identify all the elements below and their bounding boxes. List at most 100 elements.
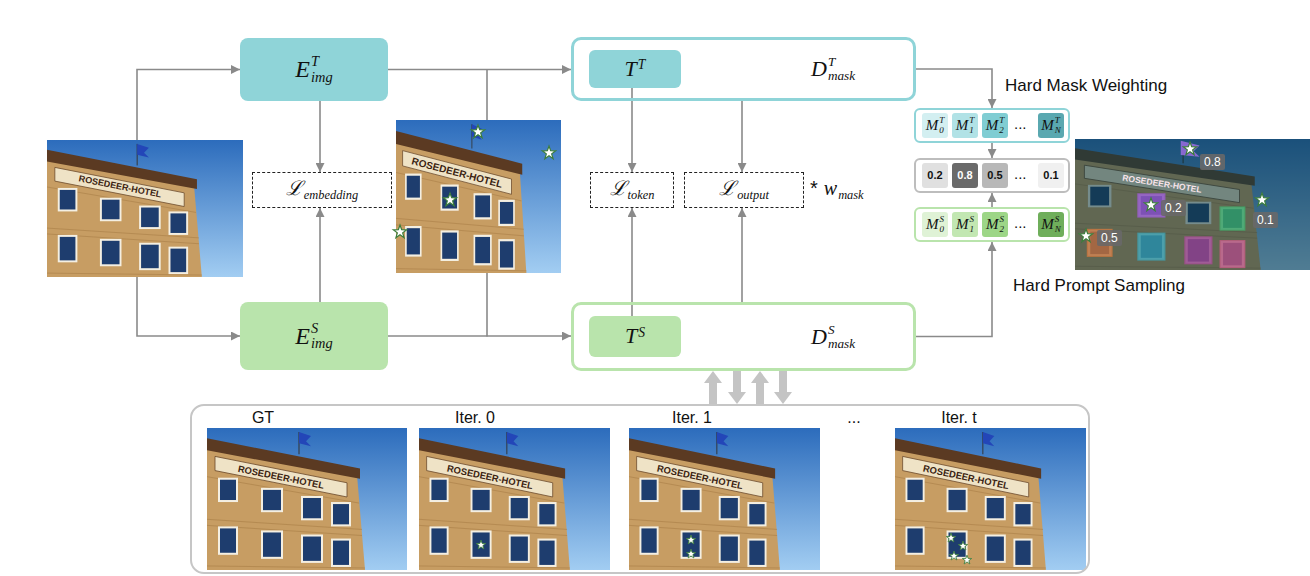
script-stack: TN — [1055, 116, 1061, 135]
sample-photo — [207, 428, 407, 570]
mask-cell: MS2 — [982, 212, 1008, 237]
connector-arrow — [741, 208, 743, 302]
math-label: TS — [625, 324, 645, 348]
connector-arrow — [916, 69, 992, 108]
subscript: N — [1055, 225, 1061, 234]
script-stack: T0 — [939, 116, 944, 135]
math-symbol: w — [824, 177, 837, 199]
superscript: S — [828, 323, 855, 337]
prompt-star — [958, 541, 967, 550]
sampling-arrow — [733, 371, 741, 392]
math-label: DTmask — [811, 55, 855, 83]
weight-cell: 0.8 — [952, 163, 978, 188]
input-photo — [47, 140, 243, 277]
superscript: T — [311, 54, 333, 69]
math-symbol: M — [986, 216, 999, 232]
input-arrow — [137, 70, 240, 141]
building-photo — [207, 428, 407, 570]
math-symbol: E — [295, 323, 310, 349]
math-symbol: D — [811, 56, 827, 81]
token-box: TS — [589, 316, 681, 357]
mask-cell: MT2 — [982, 113, 1008, 138]
math-symbol: ℒ — [719, 177, 736, 199]
prompt-star — [1183, 142, 1196, 155]
panel-label: ... — [847, 408, 860, 427]
math-symbol: M — [926, 216, 939, 232]
math-symbol: M — [956, 216, 969, 232]
subscript: 1 — [969, 126, 974, 135]
weight-cell: 0.5 — [982, 163, 1008, 188]
subscript: img — [311, 336, 333, 351]
superscript: T — [969, 116, 974, 125]
superscript: S — [1000, 215, 1005, 224]
superscript: S — [311, 321, 333, 336]
building-photo — [396, 120, 561, 273]
weight-cell: 0.1 — [1038, 163, 1064, 188]
superscript: T — [638, 57, 646, 72]
script-stack: Tmask — [828, 55, 855, 83]
subscript: embedding — [304, 188, 358, 202]
script-stack: Timg — [311, 54, 333, 84]
encoder-box: ETimg — [240, 38, 388, 101]
script-stack: Smask — [828, 323, 855, 351]
prompt-star — [393, 225, 406, 238]
sampling-panel: GT Iter. 0 Iter. 1... Iter. t — [190, 404, 1090, 574]
math-symbol: D — [811, 324, 827, 349]
math-label: ℒoutput — [719, 177, 769, 203]
prompt-star — [471, 125, 484, 138]
encoder-box: ESimg — [240, 302, 388, 370]
ellipsis: ... — [1014, 166, 1027, 181]
mask-row: ...MS0MS1MS2MSN — [914, 207, 1070, 242]
math-label: MSN — [1041, 215, 1061, 234]
superscript: T — [939, 116, 944, 125]
panel-label: GT — [252, 408, 274, 427]
building-photo — [419, 428, 610, 570]
prompt-star — [1079, 229, 1092, 242]
mask-photo — [1075, 139, 1310, 270]
score-tag: 0.8 — [1200, 154, 1225, 170]
mask-region — [1220, 240, 1246, 268]
superscript: S — [638, 325, 645, 340]
section-title: Hard Mask Weighting — [1005, 76, 1167, 96]
math-label: MS0 — [926, 215, 944, 234]
dark-overlay — [1075, 139, 1310, 270]
math-symbol: E — [295, 56, 310, 82]
mask-region — [1137, 233, 1165, 261]
math-label: ℒembedding — [286, 177, 358, 203]
mask-cell: MTN — [1038, 113, 1064, 138]
mask-cell: MT0 — [922, 113, 948, 138]
input-lines — [137, 70, 487, 337]
mask-region — [1181, 141, 1200, 157]
mask-cell: MSN — [1038, 212, 1064, 237]
mask-cell: MS0 — [922, 212, 948, 237]
subscript: mask — [838, 188, 863, 202]
connector-arrow — [319, 101, 321, 172]
decoder-box: DSmask TS — [571, 302, 916, 371]
subscript: N — [1055, 126, 1061, 135]
decoder-box: DTmaskTT — [571, 37, 916, 101]
math-label: ℒtoken — [610, 177, 655, 203]
math-label: ESimg — [295, 321, 332, 351]
panel-label: Iter. 1 — [672, 408, 712, 427]
mask-cell: MT1 — [952, 113, 978, 138]
mask-row: ...MT0MT1MT2MTN — [914, 108, 1070, 143]
building-photo — [47, 140, 243, 277]
math-symbol: M — [956, 117, 969, 133]
weight-row: ...0.20.80.50.1 — [914, 158, 1070, 193]
panel-label: Iter. 0 — [455, 408, 495, 427]
building-photo — [629, 428, 820, 570]
connector-arrow — [388, 69, 571, 71]
mask-region — [1184, 236, 1212, 264]
prompt-star — [1255, 193, 1268, 206]
math-label: MS1 — [956, 215, 974, 234]
panel-label: Iter. t — [941, 408, 977, 427]
math-label: TT — [625, 57, 646, 81]
script-stack: SN — [1055, 215, 1061, 234]
score-tag: 0.5 — [1097, 230, 1122, 246]
superscript: T — [828, 55, 855, 69]
connector-arrow — [991, 143, 993, 158]
math-symbol: M — [1041, 216, 1054, 232]
connector-arrow — [991, 193, 993, 207]
subscript: mask — [828, 69, 855, 83]
